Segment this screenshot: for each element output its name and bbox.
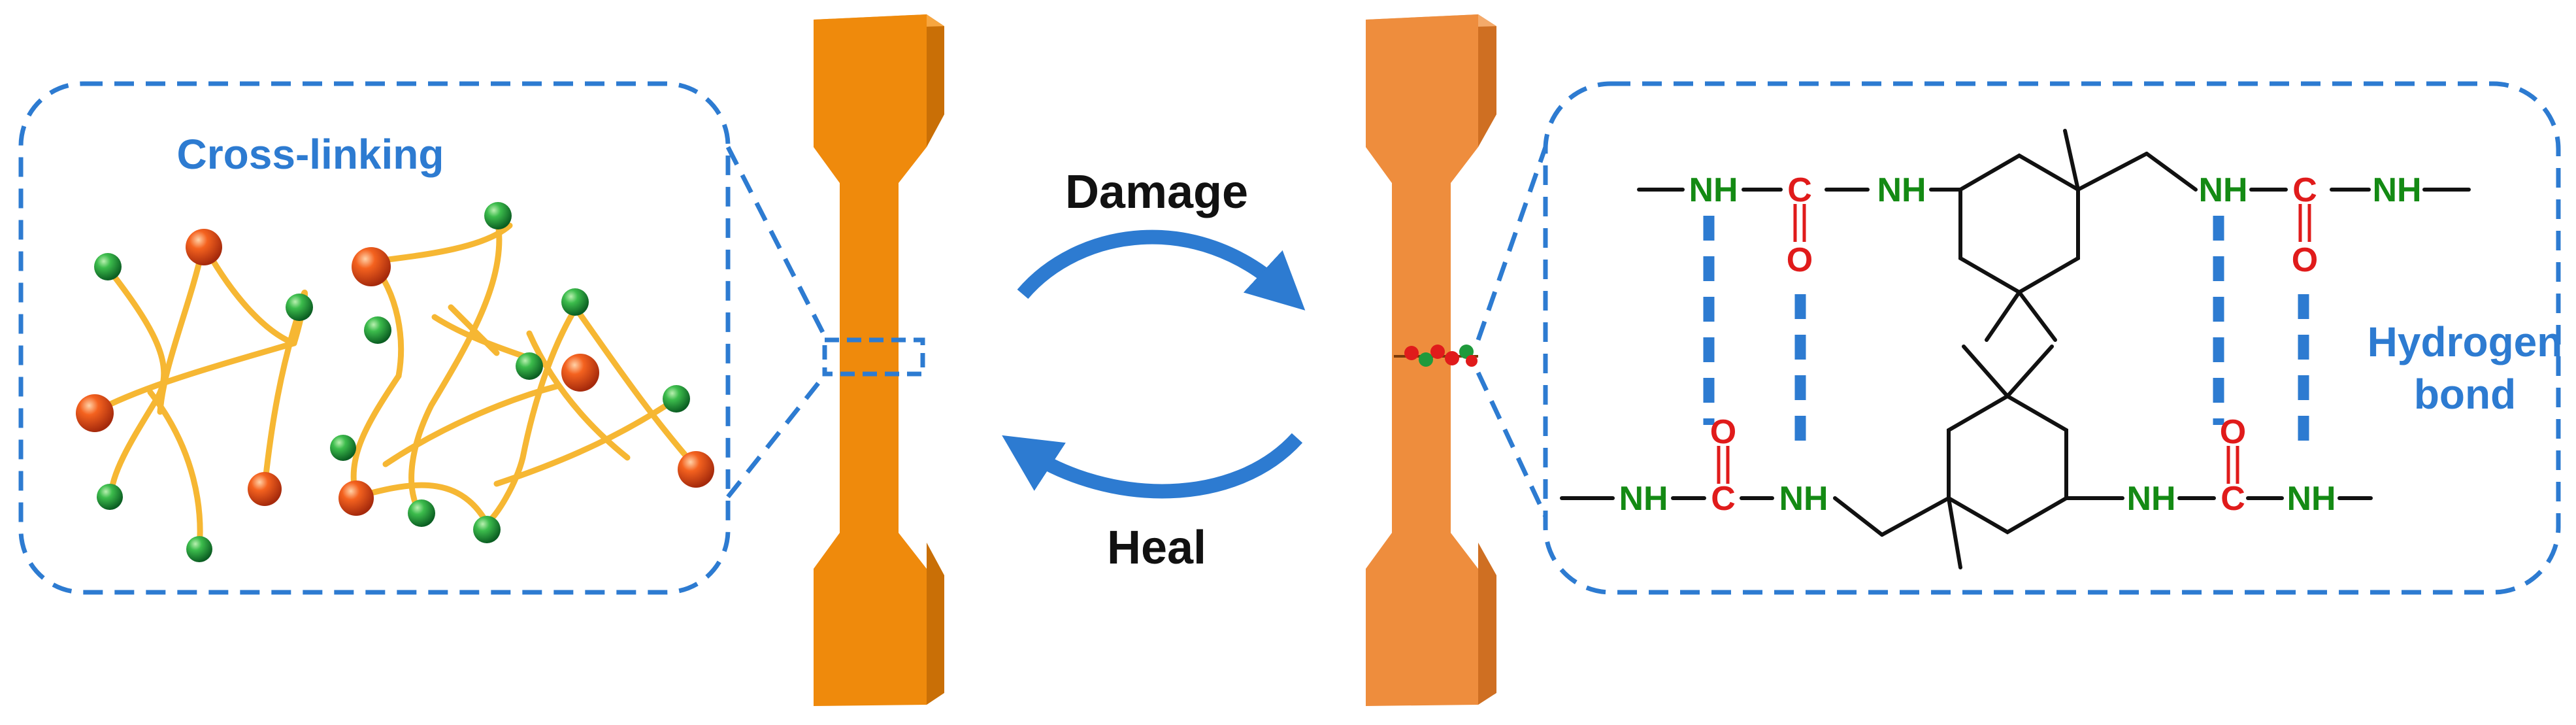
oxygen-label: O — [1710, 413, 1736, 451]
crack-hydrogen-bonds — [1404, 345, 1478, 367]
green-node — [286, 294, 313, 321]
oxygen-label: O — [2292, 241, 2318, 279]
green-node — [94, 253, 122, 280]
heal-arrow — [1002, 433, 1303, 499]
zoom-connector-line — [1476, 146, 1548, 341]
carbon-label: C — [1711, 480, 1736, 518]
specimen-side-face — [927, 14, 944, 705]
nh-label: NH — [2198, 171, 2247, 209]
polymer-chain — [493, 396, 680, 487]
damage-heal-cycle: Damage Heal — [1002, 166, 1306, 574]
polymer-chain — [484, 301, 582, 526]
heal-label: Heal — [1107, 522, 1206, 574]
green-node — [473, 516, 501, 543]
green-node — [186, 536, 212, 562]
zoom-connector-line — [725, 146, 829, 341]
polymer-chain — [353, 482, 490, 526]
network-nodes — [76, 202, 714, 562]
zoom-connector-line — [1476, 371, 1548, 518]
red-node — [339, 481, 374, 516]
green-node — [330, 435, 356, 461]
damage-arrow — [1017, 229, 1306, 311]
polymer-chain — [526, 330, 631, 461]
red-node — [76, 394, 114, 432]
polymer-chain — [147, 389, 203, 552]
polymer-chains — [91, 212, 699, 552]
polymer-chain — [408, 212, 503, 513]
polymer-chain — [572, 304, 699, 471]
hydrogen-bond-label-line2: bond — [2414, 371, 2516, 418]
oxygen-label: O — [1787, 241, 1813, 279]
hydrogen-bond-dashed-frame — [1543, 81, 2561, 595]
polymer-chain — [157, 245, 206, 415]
zoom-connector-line — [726, 371, 829, 499]
specimen-side-face — [1478, 14, 1496, 705]
polymer-chain — [350, 373, 402, 500]
green-node — [516, 352, 543, 380]
green-node — [97, 484, 123, 510]
atom-labels: NH C NH O NH C NH O O NH C NH O NH C NH — [1619, 171, 2421, 518]
carbon-label: C — [2292, 171, 2317, 209]
intact-specimen — [814, 14, 944, 706]
nh-label: NH — [2126, 480, 2175, 518]
red-node — [678, 451, 714, 488]
red-node — [561, 354, 599, 392]
carbon-label: C — [1787, 171, 1812, 209]
nh-label: NH — [1779, 480, 1828, 518]
green-node — [364, 316, 391, 344]
polymer-chain — [261, 304, 304, 490]
molecular-skeleton — [1560, 129, 2471, 569]
hydrogen-bond-label-line1: Hydrogen — [2368, 318, 2563, 365]
polymer-chain — [369, 222, 513, 265]
healed-specimen — [1366, 14, 1548, 706]
specimen-zoom-region — [822, 337, 925, 377]
polymer-chain — [91, 340, 297, 415]
nh-label: NH — [1877, 171, 1926, 209]
polymer-chain — [448, 304, 500, 356]
cross-linking-title: Cross-linking — [177, 131, 444, 178]
nh-label: NH — [1689, 171, 1738, 209]
cross-linking-dashed-frame — [18, 81, 731, 595]
carbon-label: C — [2221, 480, 2245, 518]
damage-label: Damage — [1065, 166, 1248, 218]
oxygen-label: O — [2220, 413, 2246, 451]
green-node — [484, 202, 512, 229]
green-node — [561, 288, 589, 316]
specimen-front-face — [814, 14, 927, 706]
green-node — [663, 385, 690, 413]
nh-label: NH — [2372, 171, 2421, 209]
hydrogen-bond-panel: NH C NH O NH C NH O O NH C NH O NH C NH … — [1543, 81, 2563, 595]
polymer-chain — [105, 265, 167, 500]
carbonyl-bonds — [1717, 204, 2311, 484]
green-node — [408, 499, 435, 527]
red-node — [352, 247, 391, 286]
red-node — [248, 472, 282, 506]
polymer-chain — [203, 245, 297, 346]
hydrogen-bond-dashes — [1703, 216, 2309, 451]
cross-linking-panel: Cross-linking — [18, 81, 829, 595]
nh-label: NH — [2287, 480, 2336, 518]
red-node — [186, 229, 222, 265]
nh-label: NH — [1619, 480, 1668, 518]
